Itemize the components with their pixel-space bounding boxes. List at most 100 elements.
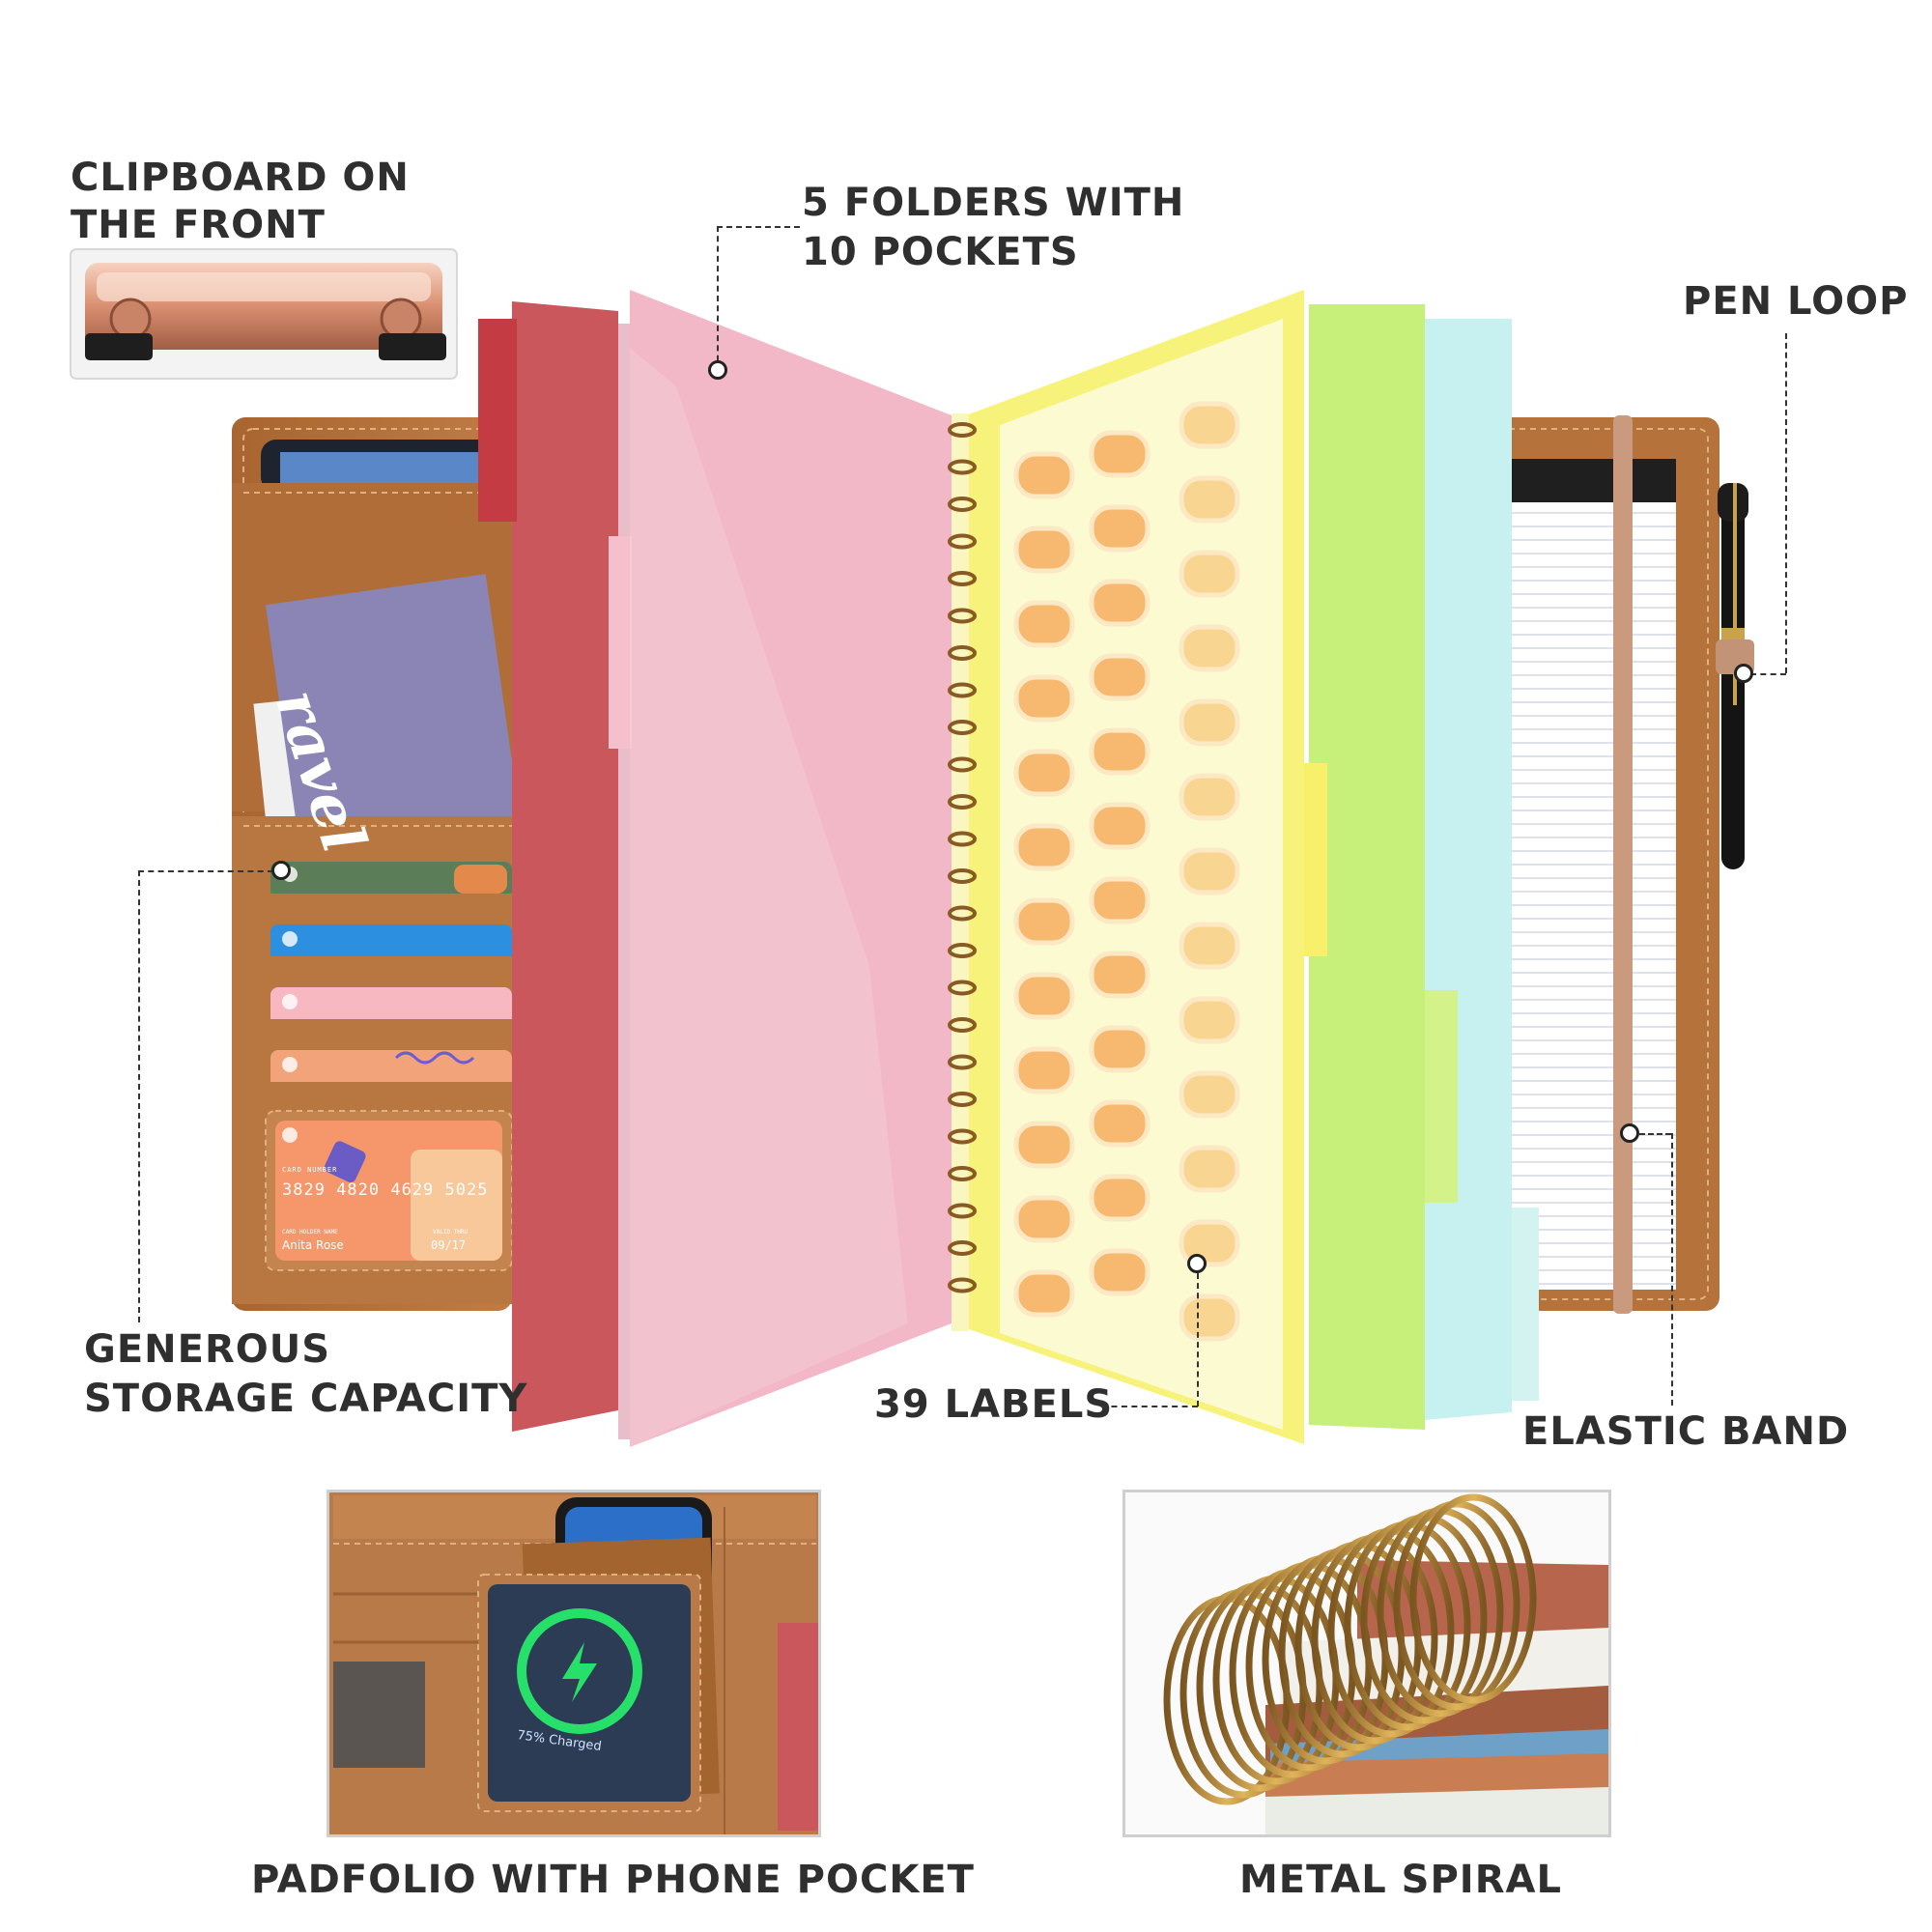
label-sticker bbox=[1179, 401, 1240, 449]
spiral-coil bbox=[948, 1092, 977, 1107]
label-sticker bbox=[1179, 624, 1240, 672]
spiral-coil bbox=[948, 608, 977, 624]
spiral-coil bbox=[948, 1166, 977, 1181]
spiral-coil bbox=[948, 533, 977, 550]
label-storage-line2: STORAGE CAPACITY bbox=[84, 1376, 528, 1421]
label-sticker-grid bbox=[1013, 401, 1240, 1342]
gold-coil bbox=[1409, 1493, 1537, 1704]
label-sticker bbox=[1013, 526, 1075, 574]
label-sticker bbox=[1179, 698, 1240, 747]
card-holder: Anita Rose bbox=[282, 1238, 344, 1252]
spiral-coil bbox=[948, 1240, 977, 1256]
callout-dot-storage bbox=[271, 861, 291, 880]
leader-storage-h bbox=[138, 870, 273, 872]
label-39-labels: 39 LABELS bbox=[874, 1382, 1114, 1427]
spiral-coil bbox=[948, 1277, 977, 1293]
spiral-coil bbox=[948, 459, 977, 475]
label-pen-loop: PEN LOOP bbox=[1683, 279, 1909, 324]
label-sticker bbox=[1089, 802, 1151, 850]
card-number-caption: CARD NUMBER bbox=[282, 1166, 338, 1174]
card-number: 3829 4820 4629 5025 bbox=[282, 1180, 489, 1200]
label-sticker bbox=[1089, 727, 1151, 776]
label-sticker bbox=[1089, 430, 1151, 478]
label-clipboard-line2: THE FRONT bbox=[71, 202, 326, 247]
label-sticker bbox=[1179, 1145, 1240, 1193]
label-elastic-band: ELASTIC BAND bbox=[1522, 1409, 1850, 1454]
label-sticker bbox=[1013, 1121, 1075, 1169]
spiral-coil bbox=[948, 980, 977, 996]
spiral-coil bbox=[948, 905, 977, 922]
leader-labels-v bbox=[1197, 1273, 1199, 1406]
padfolio-photo bbox=[328, 1492, 819, 1835]
spiral-coil bbox=[948, 868, 977, 884]
label-sticker bbox=[1089, 1174, 1151, 1222]
spiral-coil bbox=[948, 1054, 977, 1070]
card-expiry-caption: VALID THRU bbox=[433, 1229, 469, 1236]
leader-storage-v bbox=[138, 870, 140, 1322]
card-expiry: 09/17 bbox=[431, 1238, 467, 1252]
right-leather-cover bbox=[1488, 415, 1754, 1314]
label-sticker bbox=[1179, 475, 1240, 524]
label-sticker bbox=[1089, 876, 1151, 924]
label-sticker bbox=[1089, 1099, 1151, 1148]
label-sticker bbox=[1013, 749, 1075, 797]
leader-folders-h bbox=[717, 226, 800, 228]
label-folders-line1: 5 FOLDERS WITH bbox=[802, 181, 1185, 225]
label-sticker bbox=[1089, 653, 1151, 701]
spiral-coils bbox=[948, 422, 977, 1293]
spiral-coil bbox=[948, 756, 977, 773]
label-sticker bbox=[1013, 1046, 1075, 1094]
callout-dot-pen-loop bbox=[1734, 664, 1753, 683]
leader-elastic-h bbox=[1639, 1133, 1671, 1135]
label-sticker bbox=[1013, 674, 1075, 723]
left-leather-cover bbox=[232, 417, 521, 1311]
label-sticker bbox=[1179, 550, 1240, 598]
label-sticker bbox=[1179, 922, 1240, 970]
spiral-coil bbox=[948, 645, 977, 661]
callout-dot-labels bbox=[1187, 1254, 1207, 1273]
spiral-coil bbox=[948, 422, 977, 438]
metal-spiral-coils bbox=[1163, 1493, 1537, 1805]
label-sticker bbox=[1179, 847, 1240, 895]
label-padfolio: PADFOLIO WITH PHONE POCKET bbox=[251, 1858, 975, 1902]
callout-dot-folders bbox=[708, 360, 727, 380]
label-metal-spiral: METAL SPIRAL bbox=[1239, 1858, 1562, 1902]
label-sticker bbox=[1013, 823, 1075, 871]
label-sticker bbox=[1179, 1293, 1240, 1342]
label-sticker bbox=[1013, 972, 1075, 1020]
label-sticker bbox=[1089, 504, 1151, 553]
metal-spiral-photo-frame bbox=[1122, 1490, 1611, 1837]
spiral-coil bbox=[948, 497, 977, 512]
label-sticker bbox=[1179, 1070, 1240, 1119]
label-sticker bbox=[1013, 600, 1075, 648]
leader-folders-v bbox=[717, 226, 719, 371]
label-clipboard: CLIPBOARD ON THE FRONT bbox=[71, 155, 410, 249]
padfolio-photo-frame bbox=[327, 1490, 821, 1837]
label-sticker bbox=[1013, 1269, 1075, 1318]
spiral-coil bbox=[948, 831, 977, 847]
spiral-coil bbox=[948, 1203, 977, 1219]
spiral-coil bbox=[948, 794, 977, 810]
clipboard-clip-image bbox=[70, 248, 458, 380]
spiral-coil bbox=[948, 1017, 977, 1033]
spiral-coil bbox=[948, 682, 977, 698]
label-sticker bbox=[1089, 1248, 1151, 1296]
spiral-coil bbox=[948, 571, 977, 586]
label-sticker bbox=[1089, 579, 1151, 627]
label-storage-line1: GENEROUS bbox=[84, 1327, 331, 1372]
folders-left bbox=[478, 290, 952, 1447]
label-sticker bbox=[1179, 773, 1240, 821]
label-clipboard-line1: CLIPBOARD ON bbox=[71, 156, 410, 200]
label-sticker bbox=[1089, 951, 1151, 999]
spiral-coil bbox=[948, 943, 977, 958]
spiral-coil bbox=[948, 1128, 977, 1145]
spiral-coil bbox=[948, 720, 977, 735]
leader-elastic-v bbox=[1671, 1133, 1673, 1406]
leader-labels-h bbox=[1101, 1406, 1198, 1407]
label-sticker bbox=[1013, 1195, 1075, 1243]
id-card: CARD NUMBER 3829 4820 4629 5025 CARD HOL… bbox=[278, 1125, 500, 1261]
callout-dot-elastic bbox=[1620, 1123, 1639, 1143]
label-folders-line2: 10 POCKETS bbox=[802, 230, 1079, 275]
label-folders: 5 FOLDERS WITH 10 POCKETS bbox=[802, 179, 1184, 277]
